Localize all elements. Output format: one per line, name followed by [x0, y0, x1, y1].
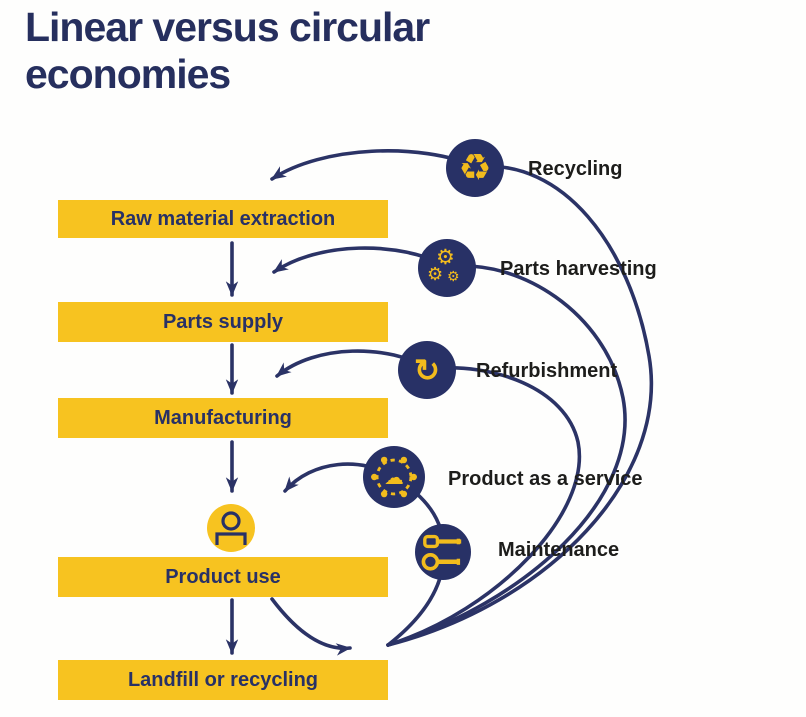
stage-label: Product use [165, 565, 281, 588]
stage-raw-material-extraction: Raw material extraction [58, 200, 388, 238]
page-title-line1: Linear versus circular [25, 4, 430, 50]
refresh-glyph: ↻ [414, 352, 440, 388]
stage-label: Landfill or recycling [127, 668, 319, 691]
stage-manufacturing: Manufacturing [58, 398, 388, 438]
user-icon [207, 504, 255, 552]
loop-label-parts-harvesting: Parts harvesting [500, 258, 657, 280]
stage-label: Raw material extraction [110, 207, 336, 230]
loop-label-product-as-a-service: Product as a service [448, 468, 643, 490]
stage-label: Parts supply [162, 310, 284, 333]
gear-icon: ⚙ [427, 264, 444, 284]
stage-product-use: Product use [58, 557, 388, 597]
refurbishment-icon: ↻ [398, 341, 456, 399]
product-as-a-service-icon: ☁ [363, 446, 425, 508]
recycling-glyph: ♻ [458, 146, 492, 188]
loop-maintenance-service-curve [283, 462, 446, 647]
cloud-network-glyph: ☁ [371, 456, 417, 498]
stage-label: Manufacturing [154, 406, 292, 429]
loop-parts-harvesting-curve [272, 246, 627, 647]
gear-icon: ⚙ [436, 246, 455, 269]
loop-label-recycling: Recycling [528, 158, 623, 180]
stage-landfill-or-recycling: Landfill or recycling [58, 660, 388, 700]
loop-refurbishment-curve [275, 349, 582, 647]
loop-label-maintenance: Maintenance [498, 539, 620, 561]
maintenance-icon [415, 524, 471, 580]
tools-glyph [421, 534, 462, 571]
recycling-icon: ♻ [446, 139, 504, 197]
loop-label-refurbishment: Refurbishment [476, 360, 618, 382]
page-title-line2: economies [25, 50, 231, 97]
arrow-use-to-loops [270, 597, 352, 656]
loop-recycling-curve [270, 149, 654, 647]
gear-icon: ⚙ [447, 268, 460, 284]
parts-harvesting-icon: ⚙ ⚙ ⚙ [418, 239, 476, 297]
page-title: Linear versus circular economies [25, 4, 430, 97]
stage-parts-supply: Parts supply [58, 302, 388, 342]
person-glyph [215, 511, 247, 545]
svg-text:☁: ☁ [384, 466, 404, 489]
